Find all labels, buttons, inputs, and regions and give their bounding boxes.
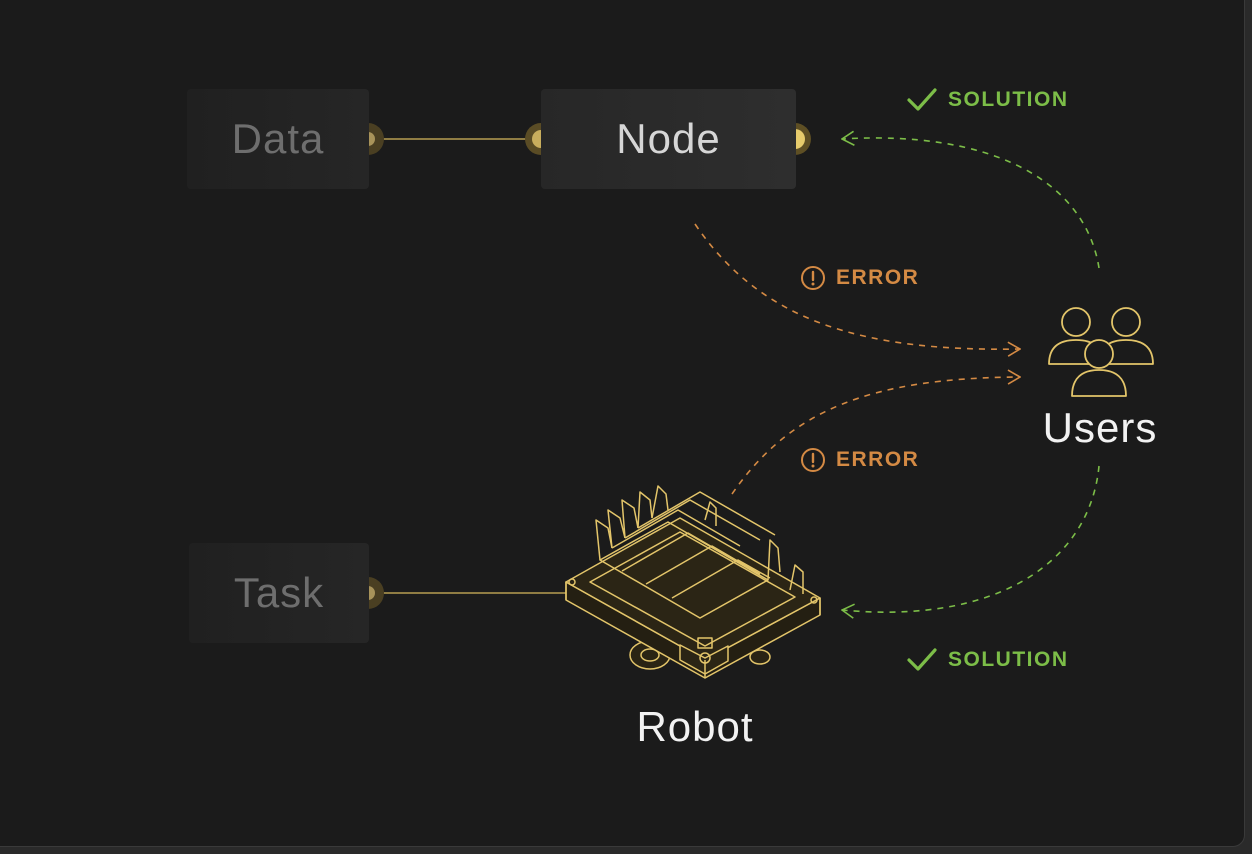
node-task[interactable]: Task xyxy=(189,543,369,643)
flow-solution-users-to-robot xyxy=(842,465,1100,612)
users-label: Users xyxy=(1042,404,1158,451)
solution-tag-bottom: SOLUTION xyxy=(906,646,1069,674)
solution-tag-top-label: SOLUTION xyxy=(948,88,1069,111)
flow-solution-users-to-node xyxy=(842,138,1100,269)
check-icon xyxy=(907,648,937,671)
node-node[interactable]: Node xyxy=(541,89,796,189)
check-icon xyxy=(907,88,937,111)
error-tag-bottom: ERROR xyxy=(800,447,919,473)
error-tag-top: ERROR xyxy=(800,265,919,291)
robot-icon xyxy=(565,485,821,679)
flow-error-node-to-users xyxy=(694,223,1020,349)
solution-tag-top: SOLUTION xyxy=(906,86,1069,114)
node-node-label: Node xyxy=(616,115,721,162)
node-task-label: Task xyxy=(233,569,325,616)
error-tag-top-label: ERROR xyxy=(836,266,920,289)
error-tag-bottom-label: ERROR xyxy=(836,448,920,471)
node-data[interactable]: Data xyxy=(187,89,369,189)
users-group-icon xyxy=(1048,307,1154,397)
robot-label: Robot xyxy=(636,703,754,750)
solution-tag-bottom-label: SOLUTION xyxy=(948,648,1069,671)
node-data-label: Data xyxy=(231,115,325,162)
flow-error-robot-to-users xyxy=(731,377,1020,495)
exclamation-circle-icon xyxy=(801,448,825,472)
exclamation-circle-icon xyxy=(801,266,825,290)
